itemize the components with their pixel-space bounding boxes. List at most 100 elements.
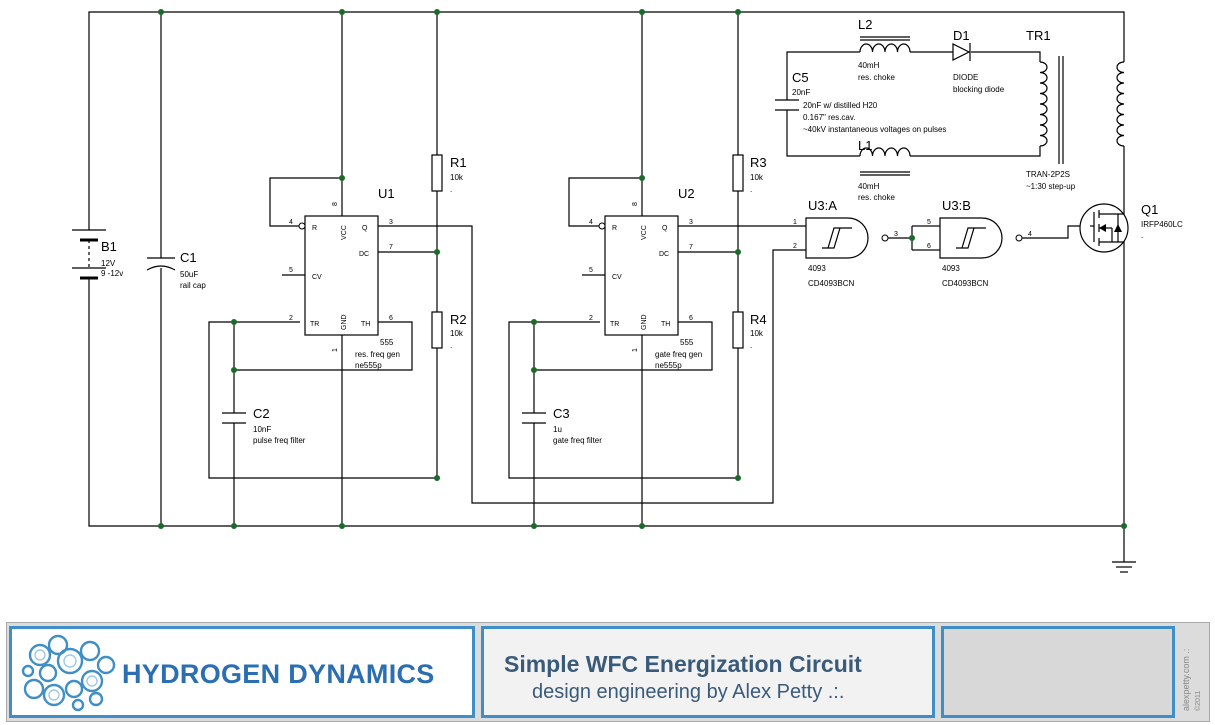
svg-text:R4: R4 bbox=[750, 312, 767, 327]
svg-text:CD4093BCN: CD4093BCN bbox=[808, 279, 854, 288]
svg-text:res. choke: res. choke bbox=[858, 193, 895, 202]
svg-text:3: 3 bbox=[689, 219, 693, 226]
svg-text:2: 2 bbox=[793, 243, 797, 250]
credit-text: alexpetty.com .: ©2011 bbox=[1181, 649, 1202, 711]
svg-text:R3: R3 bbox=[750, 155, 767, 170]
svg-text:4093: 4093 bbox=[808, 264, 826, 273]
svg-text:2: 2 bbox=[589, 315, 593, 322]
svg-text:10k: 10k bbox=[750, 173, 764, 182]
svg-text:5: 5 bbox=[589, 267, 593, 274]
svg-text:CV: CV bbox=[312, 274, 322, 281]
svg-text:4: 4 bbox=[289, 219, 293, 226]
svg-text:10k: 10k bbox=[750, 329, 764, 338]
svg-text:pulse freq filter: pulse freq filter bbox=[253, 436, 306, 445]
svg-text:.: . bbox=[1141, 231, 1143, 240]
b1-ref: B1 bbox=[101, 239, 117, 254]
svg-text:D1: D1 bbox=[953, 28, 970, 43]
capacitor-c5: C5 20nF 20nF w/ distilled H20 0.167" res… bbox=[775, 70, 946, 134]
svg-text:CV: CV bbox=[612, 274, 622, 281]
diode-d1: D1 DIODE blocking diode bbox=[952, 28, 1005, 94]
svg-text:.: . bbox=[450, 341, 452, 350]
svg-text:7: 7 bbox=[389, 244, 393, 251]
svg-text:res. freq gen: res. freq gen bbox=[355, 350, 400, 359]
title-block: HYDROGEN DYNAMICS Simple WFC Energizatio… bbox=[6, 622, 1210, 722]
svg-text:VCC: VCC bbox=[341, 225, 348, 240]
svg-text:5: 5 bbox=[289, 267, 293, 274]
svg-text:~1:30 step-up: ~1:30 step-up bbox=[1026, 182, 1076, 191]
svg-text:gate freq gen: gate freq gen bbox=[655, 350, 702, 359]
svg-text:TH: TH bbox=[661, 321, 670, 328]
svg-text:VCC: VCC bbox=[641, 225, 648, 240]
svg-text:12V: 12V bbox=[101, 259, 116, 268]
svg-text:R2: R2 bbox=[450, 312, 467, 327]
svg-text:.: . bbox=[750, 341, 752, 350]
svg-text:6: 6 bbox=[689, 315, 693, 322]
mosfet-q1: Q1 IRFP460LC . bbox=[1079, 200, 1183, 260]
svg-text:10nF: 10nF bbox=[253, 425, 271, 434]
svg-text:8: 8 bbox=[332, 202, 339, 206]
svg-text:gate freq filter: gate freq filter bbox=[553, 436, 602, 445]
svg-text:TR: TR bbox=[610, 321, 619, 328]
svg-text:GND: GND bbox=[341, 314, 348, 330]
svg-text:TH: TH bbox=[361, 321, 370, 328]
svg-text:U1: U1 bbox=[378, 186, 395, 201]
svg-text:R: R bbox=[612, 225, 617, 232]
title-panel: Simple WFC Energization Circuit design e… bbox=[481, 626, 935, 718]
resistor-r4: R4 10k . bbox=[732, 311, 767, 350]
svg-text:L1: L1 bbox=[858, 138, 872, 153]
svg-text:3: 3 bbox=[894, 231, 898, 238]
svg-text:DC: DC bbox=[659, 251, 669, 258]
svg-text:R: R bbox=[312, 225, 317, 232]
svg-text:C1: C1 bbox=[180, 250, 197, 265]
svg-text:20nF w/ distilled H20: 20nF w/ distilled H20 bbox=[803, 101, 878, 110]
capacitor-c3: C3 1u gate freq filter bbox=[522, 406, 602, 445]
gate-u3b-nand: U3:B 5 6 4 4093 CD4093BCN bbox=[925, 198, 1032, 288]
svg-text:Q1: Q1 bbox=[1141, 202, 1158, 217]
svg-text:CD4093BCN: CD4093BCN bbox=[942, 279, 988, 288]
battery-b1: B1 12V 9 -12v bbox=[72, 229, 123, 280]
svg-text:IRFP460LC: IRFP460LC bbox=[1141, 220, 1183, 229]
svg-text:Q: Q bbox=[662, 225, 668, 232]
svg-text:blocking diode: blocking diode bbox=[953, 85, 1005, 94]
svg-text:4: 4 bbox=[1028, 231, 1032, 238]
svg-text:U3:A: U3:A bbox=[808, 198, 837, 213]
ic-u1-555: U1 R Q DC CV TR TH VCC GND 4 8 3 7 5 2 6… bbox=[289, 186, 400, 370]
resistor-r2: R2 10k . bbox=[431, 311, 467, 350]
svg-text:5: 5 bbox=[927, 219, 931, 226]
capacitor-c1: C1 50uF rail cap bbox=[146, 250, 206, 290]
circuit-schematic: B1 12V 9 -12v C1 50uF rail cap C2 10nF p… bbox=[72, 9, 1183, 573]
svg-text:10k: 10k bbox=[450, 173, 464, 182]
svg-text:.: . bbox=[750, 185, 752, 194]
svg-text:1: 1 bbox=[332, 348, 339, 352]
transformer-tr1: TR1 TRAN-2P2S ~1:30 step-up bbox=[1026, 28, 1125, 191]
svg-text:40mH: 40mH bbox=[858, 61, 880, 70]
svg-text:50uF: 50uF bbox=[180, 270, 198, 279]
svg-text:rail cap: rail cap bbox=[180, 281, 206, 290]
svg-text:TR1: TR1 bbox=[1026, 28, 1051, 43]
gate-u3a-nand: U3:A 1 2 3 4093 CD4093BCN bbox=[793, 198, 898, 288]
svg-text:.: . bbox=[450, 185, 452, 194]
resistor-r3: R3 10k . bbox=[732, 154, 767, 194]
svg-text:R1: R1 bbox=[450, 155, 467, 170]
svg-text:4093: 4093 bbox=[942, 264, 960, 273]
svg-text:TRAN-2P2S: TRAN-2P2S bbox=[1026, 170, 1070, 179]
junction-dots bbox=[158, 9, 1127, 529]
svg-text:6: 6 bbox=[389, 315, 393, 322]
svg-text:0.167" res.cav.: 0.167" res.cav. bbox=[803, 113, 856, 122]
resistor-r1: R1 10k . bbox=[431, 154, 467, 194]
svg-text:©2011: ©2011 bbox=[1194, 691, 1202, 711]
svg-text:~40kV instantaneous voltages o: ~40kV instantaneous voltages on pulses bbox=[803, 125, 946, 134]
ground-icon bbox=[1112, 561, 1136, 573]
drawing-title: Simple WFC Energization Circuit bbox=[504, 651, 862, 677]
svg-text:U3:B: U3:B bbox=[942, 198, 971, 213]
svg-text:Q: Q bbox=[362, 225, 368, 232]
svg-text:C5: C5 bbox=[792, 70, 809, 85]
svg-text:ne555p: ne555p bbox=[655, 361, 682, 370]
svg-text:2: 2 bbox=[289, 315, 293, 322]
svg-text:1: 1 bbox=[632, 348, 639, 352]
svg-text:TR: TR bbox=[310, 321, 319, 328]
svg-text:res. choke: res. choke bbox=[858, 73, 895, 82]
inductor-l1: L1 40mH res. choke bbox=[858, 138, 911, 202]
svg-text:10k: 10k bbox=[450, 329, 464, 338]
drawing-subtitle: design engineering by Alex Petty .:. bbox=[532, 681, 845, 703]
